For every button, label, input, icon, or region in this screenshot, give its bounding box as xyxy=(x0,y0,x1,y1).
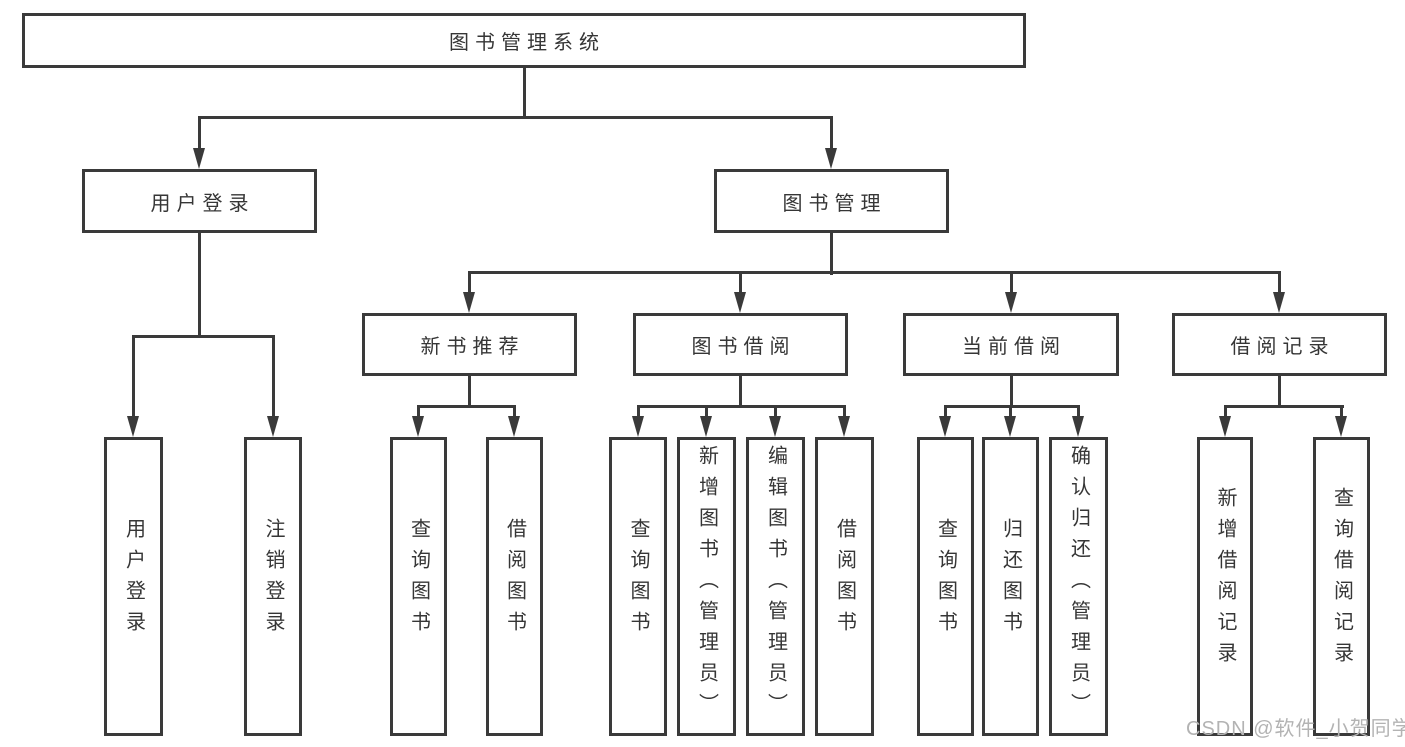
node-root-label: 图书管理系统 xyxy=(449,32,605,54)
connector-drop-login xyxy=(132,336,135,417)
arrowhead-nb-borrow xyxy=(508,416,520,437)
connector-drop-bw-borrow xyxy=(843,406,846,417)
connector-drop-cur-query xyxy=(944,406,947,417)
leaf-borrowing-edit-label: 编辑图书（管理员） xyxy=(764,445,787,724)
node-book-mgmt-label: 图书管理 xyxy=(782,192,887,215)
leaf-current-return: 归还图书 xyxy=(982,437,1039,736)
connector-drop-rec-query xyxy=(1340,406,1343,417)
connector-drop-nb-query xyxy=(417,406,420,417)
connector-newbooks-stem xyxy=(468,376,471,407)
watermark: CSDN @软件_小贺同学 xyxy=(1186,718,1405,740)
connector-borrowing-stem xyxy=(739,376,742,407)
arrowhead-cur-return xyxy=(1004,416,1016,437)
leaf-current-confirm: 确认归还（管理员） xyxy=(1049,437,1108,736)
node-user-login: 用户登录 xyxy=(82,169,317,233)
connector-drop-logout xyxy=(271,336,275,417)
leaf-newbooks-borrow-label: 借阅图书 xyxy=(503,517,526,642)
leaf-newbooks-query-label: 查询图书 xyxy=(407,517,430,642)
connector-drop-bw-edit xyxy=(774,406,777,417)
node-borrowing: 图书借阅 xyxy=(633,313,848,376)
arrowhead-user-login xyxy=(193,148,205,169)
connector-drop-current xyxy=(1009,272,1013,293)
node-borrowing-label: 图书借阅 xyxy=(691,336,796,358)
arrowhead-book-mgmt xyxy=(825,148,837,169)
connector-current-stem xyxy=(1009,376,1013,407)
node-borrow-records-label: 借阅记录 xyxy=(1230,336,1335,358)
connector-newbooks-rail xyxy=(417,405,516,408)
node-root: 图书管理系统 xyxy=(22,13,1026,68)
arrowhead-nb-query xyxy=(412,416,424,437)
connector-root-stem xyxy=(522,68,526,118)
connector-drop-user-login xyxy=(198,117,201,149)
arrowhead-rec-add xyxy=(1218,416,1231,437)
leaf-current-query: 查询图书 xyxy=(917,437,974,736)
arrowhead-current xyxy=(1004,292,1017,313)
leaf-current-query-label: 查询图书 xyxy=(934,517,957,642)
leaf-user-login: 用户登录 xyxy=(104,437,163,736)
leaf-borrowing-edit: 编辑图书（管理员） xyxy=(746,437,805,736)
arrowhead-bw-add xyxy=(700,416,712,437)
leaf-user-login-label: 用户登录 xyxy=(122,517,145,642)
connector-level1-rail xyxy=(198,116,833,119)
arrowhead-bw-query xyxy=(631,416,644,437)
leaf-borrowing-query: 查询图书 xyxy=(609,437,667,736)
connector-book-stem xyxy=(830,233,833,275)
arrowhead-rec-query xyxy=(1335,416,1347,437)
node-book-mgmt: 图书管理 xyxy=(714,169,949,233)
leaf-logout: 注销登录 xyxy=(244,437,302,736)
node-new-books-label: 新书推荐 xyxy=(420,336,525,358)
leaf-records-add: 新增借阅记录 xyxy=(1197,437,1253,736)
leaf-newbooks-borrow: 借阅图书 xyxy=(486,437,543,736)
arrowhead-cur-query xyxy=(939,416,951,437)
arrowhead-new-books xyxy=(463,292,475,313)
connector-drop-cur-return xyxy=(1009,406,1012,417)
leaf-borrowing-query-label: 查询图书 xyxy=(627,517,649,642)
connector-drop-records xyxy=(1278,272,1281,293)
connector-drop-new-books xyxy=(468,272,471,293)
connector-user-stem xyxy=(198,233,201,337)
connector-drop-rec-add xyxy=(1223,406,1227,417)
node-current-borrow: 当前借阅 xyxy=(903,313,1119,376)
connector-drop-bw-add xyxy=(705,406,708,417)
leaf-records-add-label: 新增借阅记录 xyxy=(1214,486,1236,673)
connector-records-stem xyxy=(1278,376,1281,407)
connector-drop-book-mgmt xyxy=(830,117,833,149)
arrowhead-records xyxy=(1273,292,1285,313)
leaf-records-query-label: 查询借阅记录 xyxy=(1330,486,1353,673)
arrowhead-logout xyxy=(266,416,279,437)
arrowhead-bw-edit xyxy=(769,416,781,437)
leaf-records-query: 查询借阅记录 xyxy=(1313,437,1370,736)
node-user-login-label: 用户登录 xyxy=(150,192,255,215)
node-borrow-records: 借阅记录 xyxy=(1172,313,1387,376)
connector-drop-borrowing xyxy=(739,272,742,293)
arrowhead-bw-borrow xyxy=(838,416,850,437)
leaf-newbooks-query: 查询图书 xyxy=(390,437,447,736)
leaf-current-return-label: 归还图书 xyxy=(999,517,1022,642)
leaf-borrowing-borrow: 借阅图书 xyxy=(815,437,874,736)
leaf-current-confirm-label: 确认归还（管理员） xyxy=(1067,445,1090,724)
leaf-borrowing-add: 新增图书（管理员） xyxy=(677,437,736,736)
arrowhead-borrowing xyxy=(734,292,746,313)
connector-current-rail xyxy=(944,405,1080,408)
connector-drop-bw-query xyxy=(636,406,640,417)
arrowhead-login xyxy=(127,416,139,437)
connector-records-rail xyxy=(1223,405,1344,408)
leaf-borrowing-add-label: 新增图书（管理员） xyxy=(695,445,718,724)
connector-borrowing-rail xyxy=(636,405,846,408)
connector-drop-cur-confirm xyxy=(1077,406,1080,417)
arrowhead-cur-confirm xyxy=(1072,416,1084,437)
leaf-borrowing-borrow-label: 借阅图书 xyxy=(833,517,856,642)
connector-level2-rail xyxy=(468,271,1281,274)
leaf-logout-label: 注销登录 xyxy=(262,517,284,642)
connector-user-rail xyxy=(132,335,275,338)
node-new-books: 新书推荐 xyxy=(362,313,577,376)
node-current-borrow-label: 当前借阅 xyxy=(962,336,1066,358)
connector-drop-nb-borrow xyxy=(513,406,516,417)
